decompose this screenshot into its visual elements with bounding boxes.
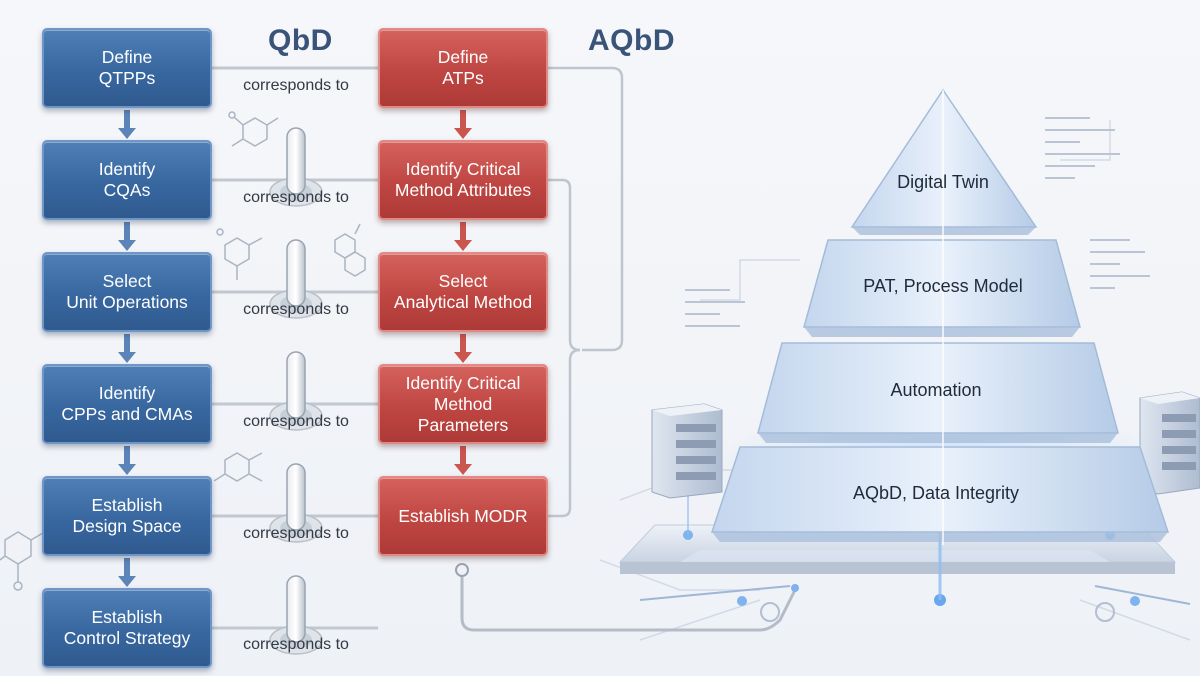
code-snippet-decorations: [685, 117, 1150, 327]
connector-node-icon: [791, 584, 799, 592]
qbd-step-establish-design-space: Establish Design Space: [42, 476, 212, 556]
molecule-decorations: [0, 111, 366, 591]
toggle-lever-icon: [286, 239, 306, 307]
qbd-step-select-unit-operations: Select Unit Operations: [42, 252, 212, 332]
down-arrow-icon: [454, 128, 472, 139]
pyramid-tier-4-label: AQbD, Data Integrity: [852, 483, 1020, 503]
down-arrow-icon: [118, 464, 136, 475]
corresponds-to-label: corresponds to: [243, 189, 349, 206]
pyramid-tier-1-label: Digital Twin: [897, 172, 989, 192]
aqbd-step-define-atps: Define ATPs: [378, 28, 548, 108]
pyramid-tier-2-label: PAT, Process Model: [863, 276, 1023, 296]
down-arrow-icon: [454, 240, 472, 251]
down-arrow-icon: [454, 352, 472, 363]
connectors: [118, 66, 799, 655]
corresponds-to-label: corresponds to: [243, 413, 349, 430]
aqbd-bracket-line: [548, 178, 581, 352]
down-arrow-icon: [118, 128, 136, 139]
down-arrow-icon: [118, 576, 136, 587]
toggle-lever-icon: [286, 127, 306, 195]
toggle-lever-icon: [286, 351, 306, 419]
corresponds-to-label: corresponds to: [243, 77, 349, 94]
qbd-step-establish-control-strategy: Establish Control Strategy: [42, 588, 212, 668]
down-arrow-icon: [118, 240, 136, 251]
qbd-heading: QbD: [268, 24, 333, 57]
aqbd-step-select-analytical-method: Select Analytical Method: [378, 252, 548, 332]
aqbd-bracket-line: [548, 348, 581, 518]
connector-node-icon: [455, 563, 469, 577]
qbd-step-identify-cpps-cmas: Identify CPPs and CMAs: [42, 364, 212, 444]
qbd-step-define-qtpps: Define QTPPs: [42, 28, 212, 108]
corresponds-to-label: corresponds to: [243, 525, 349, 542]
aqbd-step-identify-cmps: Identify Critical Method Parameters: [378, 364, 548, 444]
qbd-step-identify-cqas: Identify CQAs: [42, 140, 212, 220]
server-icon: [651, 403, 723, 499]
corresponds-to-label: corresponds to: [243, 301, 349, 318]
corresponds-to-label: corresponds to: [243, 636, 349, 653]
toggle-lever-icon: [286, 575, 306, 643]
aqbd-bracket-line: [548, 66, 624, 352]
aqbd-step-identify-cmas: Identify Critical Method Attributes: [378, 140, 548, 220]
down-arrow-icon: [454, 464, 472, 475]
toggle-lever-icon: [286, 463, 306, 531]
pyramid-tier-3-label: Automation: [890, 380, 982, 400]
down-arrow-icon: [118, 352, 136, 363]
aqbd-step-establish-modr: Establish MODR: [378, 476, 548, 556]
pyramid: [710, 88, 1170, 545]
platform-link-line: [460, 572, 797, 632]
aqbd-heading: AQbD: [588, 24, 675, 57]
